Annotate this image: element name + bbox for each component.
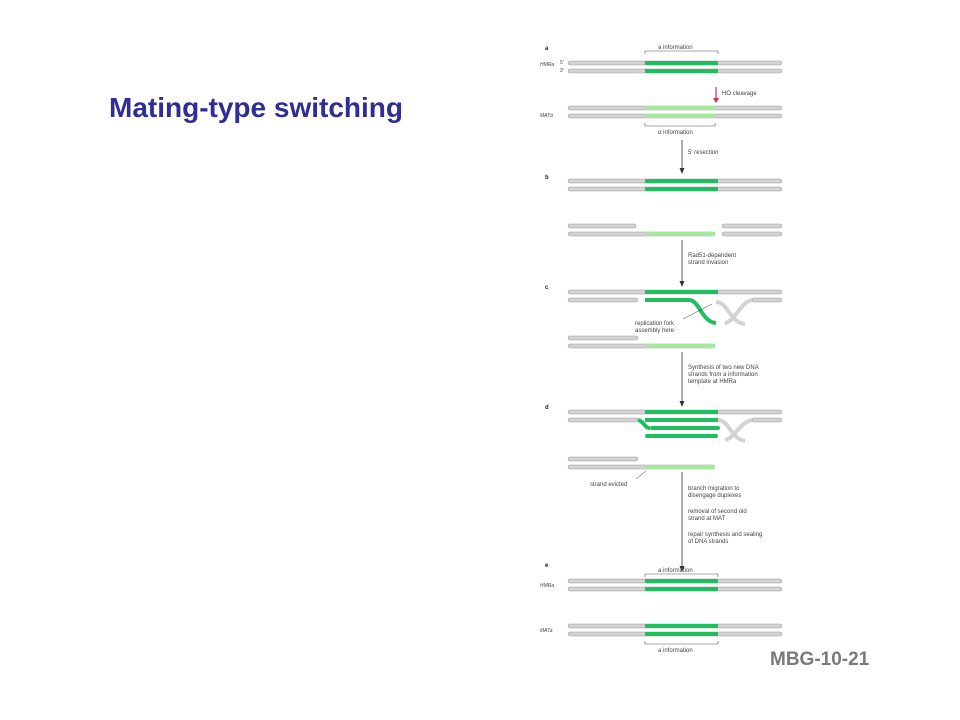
rad51-label-line2: strand invasion <box>688 260 728 266</box>
resection-label: 5′ resection <box>688 150 718 156</box>
synthesis-label-line2: strands from a information <box>688 372 758 378</box>
mat-a-label: MATa <box>540 628 553 634</box>
repair-label-line2: of DNA strands <box>688 539 728 545</box>
branch-label-line2: disengage duplexes <box>688 493 741 499</box>
panel-label-c: c <box>545 285 549 291</box>
invasion-structure-c <box>567 289 783 326</box>
mat-alpha-label: MATα <box>540 113 553 119</box>
ho-cleavage-label: HO cleavage <box>722 91 757 97</box>
a-information-hmr-bracket <box>644 573 719 577</box>
panel-label-b: b <box>545 175 549 181</box>
alpha-information-bracket <box>644 123 716 127</box>
fork-label-line1: replication fork <box>635 321 675 327</box>
mating-type-switching-diagram: a a information HMRa 5′ 3′ MATα HO cleav… <box>540 45 783 654</box>
strand-evicted-label: strand evicted <box>590 482 627 488</box>
hmr-a-duplex-top <box>567 60 783 74</box>
hmr-a-label-top: HMRa <box>540 62 554 68</box>
slide-title: Mating-type switching <box>109 92 403 123</box>
removal-label-line2: strand at MAT <box>688 516 726 522</box>
removal-label-line1: removal of second old <box>688 509 747 515</box>
a-information-top-label: a information <box>658 45 693 51</box>
slide-id: MBG-10-21 <box>770 649 870 670</box>
panel-label-d: d <box>545 405 549 411</box>
a-information-mat-bracket <box>644 641 719 645</box>
branch-label-line1: branch migration to <box>688 486 740 492</box>
mat-strands-c <box>567 335 716 349</box>
panel-label-e: e <box>545 563 549 569</box>
mat-strands-d <box>567 456 716 470</box>
rad51-label-line1: Rad51-dependent <box>688 253 736 259</box>
three-prime-end: 3′ <box>560 68 564 74</box>
hmr-a-duplex-b <box>567 178 783 192</box>
hmr-a-label-bottom: HMRa <box>540 583 554 589</box>
resected-mat-b <box>567 223 783 237</box>
fork-label-line2: assembly here <box>635 328 675 334</box>
strand-evicted-pointer <box>635 470 647 480</box>
ho-cleavage-arrowhead <box>713 98 719 103</box>
hmr-a-duplex-e <box>567 578 783 592</box>
synthesis-label-line3: template at HMRa <box>688 379 737 385</box>
synthesis-structure-d <box>567 409 783 443</box>
mat-a-duplex-e <box>567 623 783 637</box>
mat-alpha-duplex <box>567 105 783 119</box>
a-information-hmr-label: a information <box>658 568 693 574</box>
fork-pointer <box>682 303 713 320</box>
five-prime-end: 5′ <box>560 60 564 66</box>
alpha-information-label: α information <box>658 130 693 136</box>
panel-label-a: a <box>545 46 549 52</box>
synthesis-label-line1: Synthesis of two new DNA <box>688 365 759 371</box>
repair-label-line1: repair synthesis and sealing <box>688 532 762 538</box>
a-information-mat-label: a information <box>658 648 693 654</box>
a-information-bracket <box>644 50 719 54</box>
